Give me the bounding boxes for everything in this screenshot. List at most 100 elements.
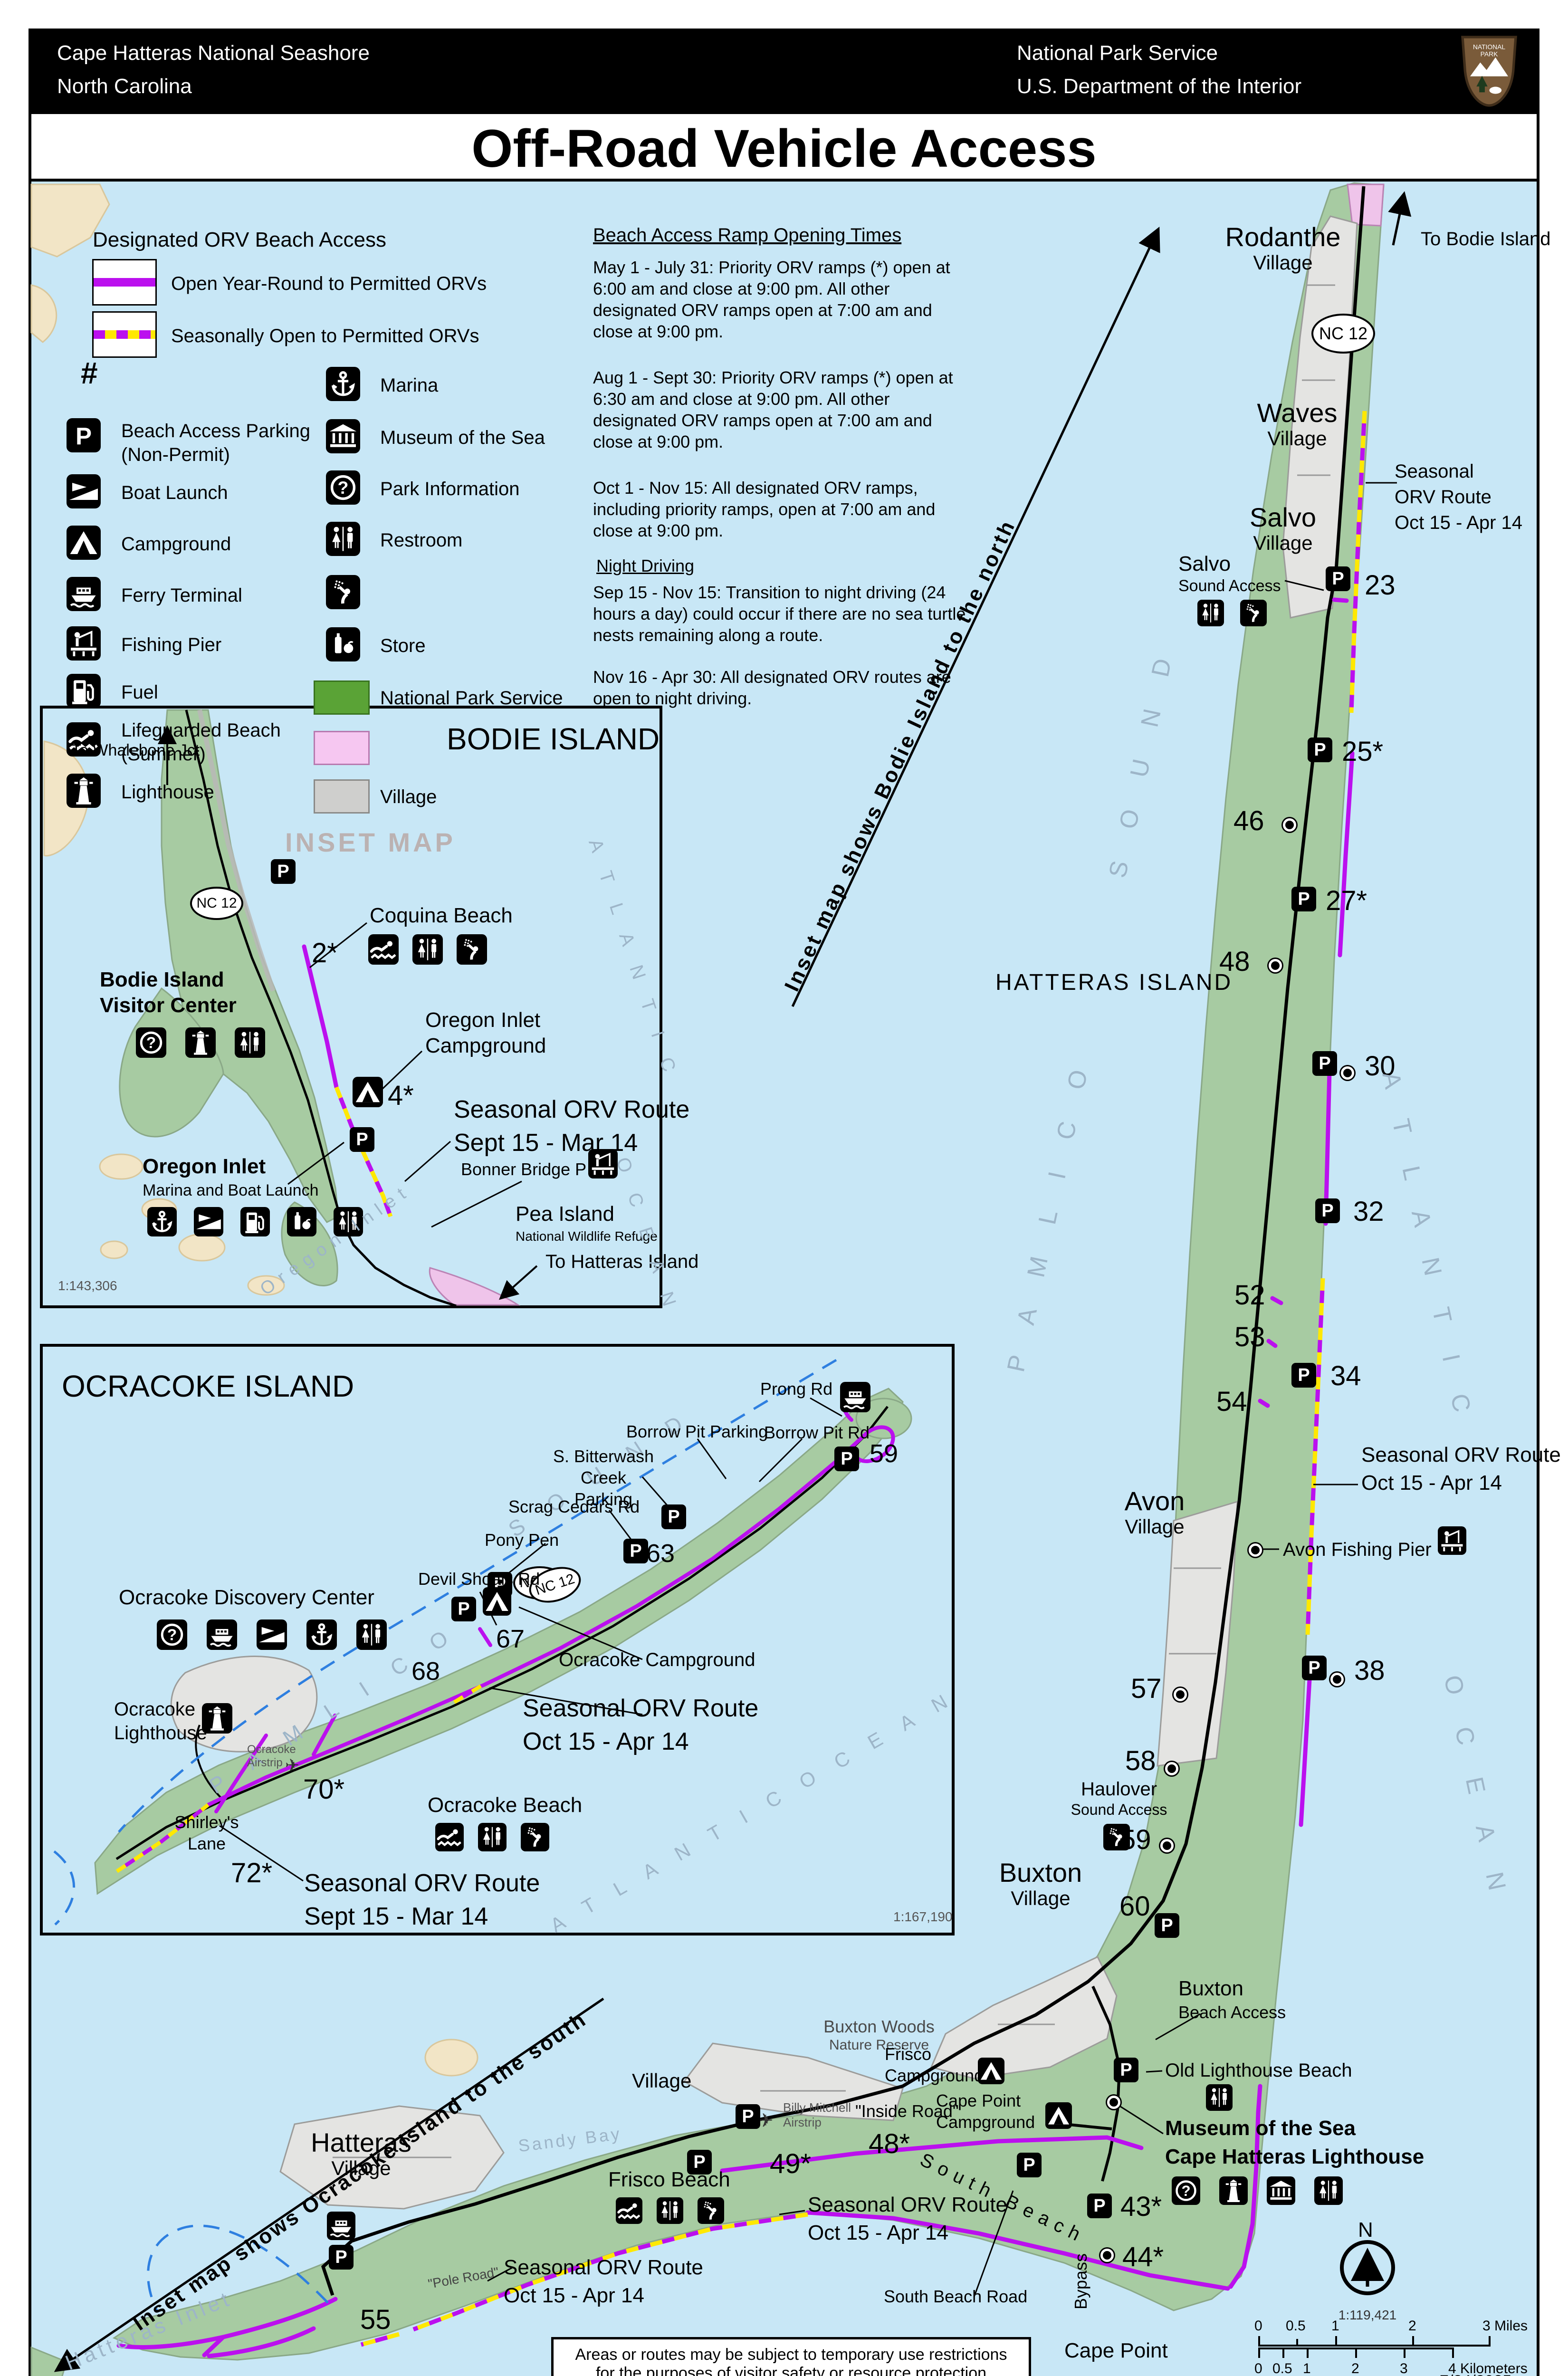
parking-icon [1114, 2058, 1138, 2082]
ramp-68: 68 [411, 1657, 440, 1686]
ramp-marker-dot [1165, 1762, 1178, 1775]
restroom-icon [235, 1027, 265, 1058]
hatteras-island-label: HATTERAS ISLAND [995, 970, 1233, 995]
marina-icon [147, 1207, 177, 1236]
lifeguard-beach-icon [616, 2197, 642, 2224]
avon-fishing-pier-label: Avon Fishing Pier [1283, 1539, 1432, 1560]
seasonal-note-frisco: Seasonal ORV Route Oct 15 - Apr 14 [808, 2193, 1007, 2245]
bypass-label: Bypass [1071, 2253, 1090, 2309]
ocracoke-seasonal-ne: Seasonal ORV Route Oct 15 - Apr 14 [523, 1695, 759, 1756]
ramp-63: 63 [646, 1539, 675, 1568]
title-band: Off-Road Vehicle Access [29, 114, 1539, 179]
ramp-34: 34 [1330, 1360, 1361, 1391]
legend-heading: Designated ORV Beach Access [93, 228, 386, 251]
legend-ferry-label: Ferry Terminal [121, 585, 242, 606]
seasonal-note-rodanthe: Seasonal ORV Route Oct 15 - Apr 14 [1395, 461, 1523, 533]
ramp-times-p1: May 1 - July 31: Priority ORV ramps (*) … [593, 258, 950, 341]
inside-road-label: "Inside Road" [855, 2101, 959, 2121]
ramp-marker-dot [1174, 1688, 1187, 1701]
to-bodie-island-label: To Bodie Island [1421, 229, 1551, 249]
restroom-icon [326, 522, 360, 556]
ferry-icon [67, 577, 101, 611]
legend-restroom-label: Restroom [380, 530, 463, 551]
park-info-icon [1172, 2176, 1200, 2205]
marina-icon [326, 367, 360, 401]
museum-icon [1267, 2176, 1295, 2205]
legend-info-label: Park Information [380, 479, 520, 499]
marina-icon [306, 1619, 337, 1650]
frisco-campground-label: Frisco Campground [885, 2044, 984, 2085]
legend-village-swatch [314, 779, 370, 814]
lifeguard-beach-icon [368, 934, 399, 965]
ramp-70: 70* [303, 1774, 345, 1805]
parking-icon [1087, 2194, 1112, 2218]
shower-icon [698, 2197, 724, 2224]
restroom-icon [356, 1619, 387, 1650]
bitterwash-parking-label: S. Bitterwash Creek Parking [553, 1447, 654, 1509]
nc12-shield: NC 12 [190, 887, 243, 920]
ramp-54: 54 [1216, 1386, 1247, 1417]
miles-tick-05: 0.5 [1286, 2318, 1306, 2334]
ramp-27: 27* [1326, 885, 1367, 916]
restroom-icon [657, 2197, 683, 2224]
shower-icon [457, 934, 487, 965]
ocracoke-seasonal-sw: Seasonal ORV Route Sept 15 - Mar 14 [304, 1869, 540, 1931]
campground-icon [483, 1587, 511, 1616]
legend-lifeguard-label: Lifeguarded Beach (Summer) [121, 720, 281, 765]
parking-icon [661, 1504, 686, 1529]
campground-icon [353, 1077, 383, 1107]
shower-icon [521, 1823, 549, 1851]
parking-icon [350, 1127, 374, 1152]
lighthouse-icon [67, 774, 101, 808]
ocracoke-inset-title: OCRACOKE ISLAND [62, 1369, 354, 1403]
ocracoke-beach-label: Ocracoke Beach [428, 1793, 583, 1817]
parking-icon [451, 1597, 476, 1621]
lighthouse-icon [202, 1703, 232, 1734]
boat-launch-icon [67, 474, 101, 508]
ramp-marker-dot [1283, 818, 1296, 832]
billy-mitchell-airstrip-label: Billy Mitchell Airstrip [783, 2100, 851, 2129]
park-info-icon [326, 470, 360, 505]
page-title: Off-Road Vehicle Access [471, 119, 1097, 178]
ramp-60: 60 [1119, 1891, 1150, 1922]
parking-icon [1326, 566, 1350, 591]
old-lighthouse-beach-label: Old Lighthouse Beach [1165, 2060, 1352, 2081]
prong-rd-label: Prong Rd [760, 1379, 833, 1399]
parking-icon: P [67, 418, 101, 452]
ramp-44: 44* [1122, 2242, 1164, 2272]
borrow-pit-rd-label: Borrow Pit Rd [764, 1423, 870, 1442]
legend-lighthouse-label: Lighthouse [121, 782, 214, 803]
miles-tick-3: 3 Miles [1482, 2318, 1528, 2334]
oregon-inlet-campground-label: Oregon Inlet Campground [425, 1008, 546, 1057]
restroom-icon [1206, 2084, 1233, 2111]
ramp-59: 59 [1120, 1824, 1151, 1855]
pea-island-label: Pea Island [516, 1202, 614, 1226]
ramp-57: 57 [1131, 1673, 1162, 1704]
ramp-marker-dot [1249, 1543, 1262, 1557]
restroom-icon [478, 1823, 507, 1851]
ocracoke-discovery-label: Ocracoke Discovery Center [119, 1586, 374, 1609]
ramp-25: 25* [1342, 736, 1384, 767]
campground-icon [1045, 2102, 1072, 2129]
store-icon [326, 627, 360, 661]
pea-island-sub-label: National Wildlife Refuge [516, 1229, 658, 1244]
legend-refuge-swatch [314, 731, 370, 765]
cape-point-label: Cape Point [1064, 2339, 1168, 2362]
legend-seasonal-swatch [92, 311, 157, 358]
ramp-55: 55 [360, 2304, 391, 2335]
ramp-58: 58 [1125, 1745, 1156, 1776]
ramp-times-p3: Oct 1 - Nov 15: All designated ORV ramps… [593, 478, 936, 540]
bodie-seasonal-note: Seasonal ORV Route Sept 15 - Mar 14 [454, 1096, 690, 1157]
km-tick-2: 2 [1351, 2361, 1359, 2376]
shower-icon [326, 575, 360, 609]
ramp-marker-dot [1330, 1673, 1344, 1686]
ramp-marker-dot [1160, 1839, 1174, 1852]
ocracoke-scale-ratio: 1:167,190 [893, 1909, 953, 1924]
lighthouse-icon [185, 1027, 216, 1058]
ramp-53: 53 [1234, 1322, 1265, 1352]
ramp-4: 4* [388, 1080, 414, 1111]
